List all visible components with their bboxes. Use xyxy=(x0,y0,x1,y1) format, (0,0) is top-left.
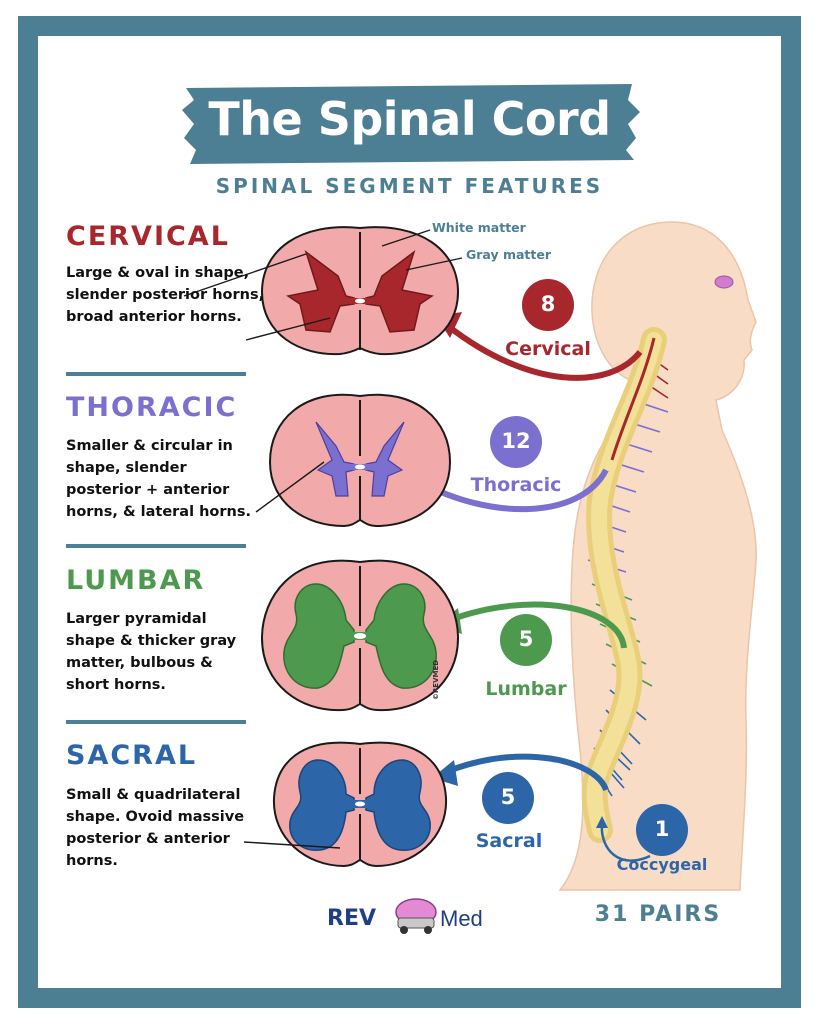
lumbar-heading: LUMBAR xyxy=(66,565,206,596)
thoracic-region-label: Thoracic xyxy=(470,474,562,496)
lumbar-cross-section xyxy=(260,559,460,712)
lumbar-region-label: Lumbar xyxy=(485,678,567,700)
title-banner xyxy=(182,84,640,164)
lumbar-count-badge xyxy=(500,614,552,666)
sacral-region-label: Sacral xyxy=(475,830,543,852)
cervical-heading: CERVICAL xyxy=(66,221,230,252)
cervical-region-label: Cervical xyxy=(505,338,591,360)
cervical-arrow xyxy=(446,323,643,381)
coccygeal-count: 1 xyxy=(654,817,670,841)
coccygeal-arrow xyxy=(600,823,651,862)
cervical-cross-section xyxy=(260,226,460,356)
thoracic-heading: THORACIC xyxy=(66,392,238,423)
sacral-description: Small & quadrilateral shape. Ovoid massi… xyxy=(66,787,245,869)
cervical-count: 8 xyxy=(540,292,556,316)
logo-med-text: Med xyxy=(440,906,483,931)
gray-matter-label: Gray matter xyxy=(466,247,552,262)
brain-icon xyxy=(714,275,734,289)
coccygeal-arrowhead xyxy=(596,816,608,828)
lumbar-arrow xyxy=(448,601,627,649)
total-pairs-label: 31 PAIRS xyxy=(594,902,722,927)
coccygeal-count-badge xyxy=(636,804,688,856)
copyright-label: ©REVMED xyxy=(432,659,441,701)
leader-lines xyxy=(183,229,463,849)
sacral-cross-section xyxy=(272,741,448,868)
sacral-heading: SACRAL xyxy=(66,740,198,771)
lumbar-count: 5 xyxy=(518,627,534,651)
sacral-count: 5 xyxy=(500,785,516,809)
logo-rev-text: REV xyxy=(327,906,376,931)
coccygeal-region-label: Coccygeal xyxy=(616,855,708,874)
section-divider xyxy=(66,720,246,724)
thoracic-arrow xyxy=(418,468,609,513)
thoracic-cross-section xyxy=(268,393,452,528)
thoracic-count-badge xyxy=(490,416,542,468)
lumbar-description: Larger pyramidal shape & thicker gray ma… xyxy=(66,611,237,693)
page-subtitle: SPINAL SEGMENT FEATURES xyxy=(215,174,604,198)
page-title: The Spinal Cord xyxy=(208,92,611,146)
white-matter-label: White matter xyxy=(432,220,526,235)
thoracic-count: 12 xyxy=(501,429,531,453)
sacral-count-badge xyxy=(482,772,534,824)
thoracic-description: Smaller & circular in shape, slender pos… xyxy=(66,438,252,520)
revmed-brain-logo xyxy=(395,898,437,934)
section-divider xyxy=(66,544,246,548)
section-divider xyxy=(66,372,246,376)
sacral-arrow xyxy=(444,753,609,792)
cervical-description: Large & oval in shape, slender posterior… xyxy=(66,265,265,325)
cervical-count-badge xyxy=(522,279,574,331)
